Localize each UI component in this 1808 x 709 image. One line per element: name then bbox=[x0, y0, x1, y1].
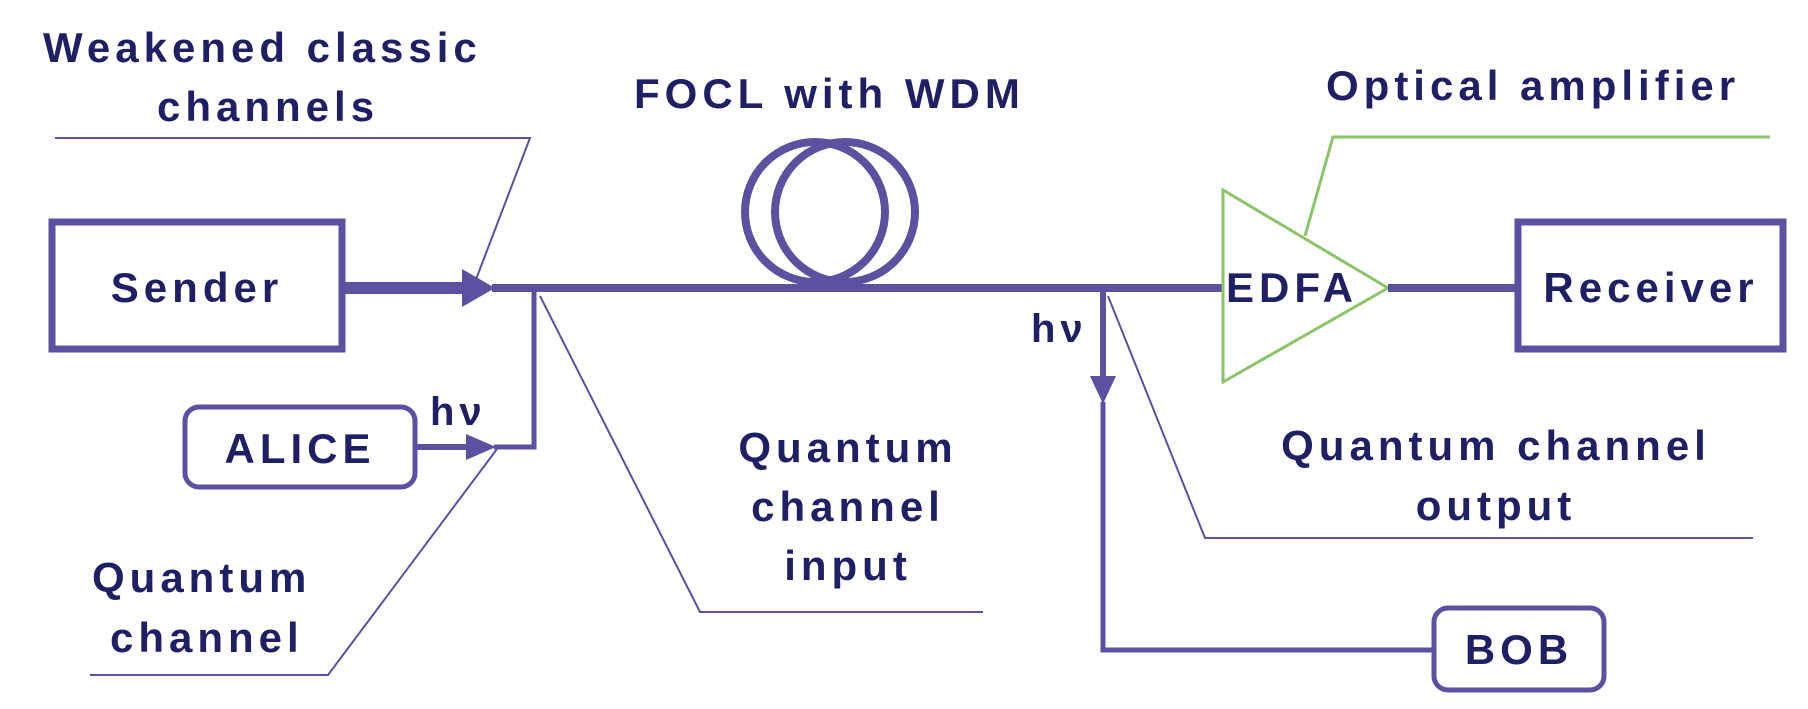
qc-input-label-line3: input bbox=[784, 542, 912, 589]
edfa-label: EDFA bbox=[1226, 264, 1358, 311]
weakened-channels-leader bbox=[55, 137, 532, 283]
hv-left-label: hν bbox=[430, 390, 487, 434]
qc-output-label-line1: Quantum channel bbox=[1281, 422, 1711, 469]
bob-block bbox=[1431, 605, 1607, 693]
qc-input-label-line1: Quantum bbox=[738, 424, 957, 471]
qc-label-line2: channel bbox=[110, 614, 304, 661]
sender-label: Sender bbox=[111, 264, 283, 311]
hv-right-label: hν bbox=[1031, 307, 1088, 351]
qc-label-line1: Quantum bbox=[92, 554, 311, 601]
sender-arrowhead bbox=[462, 269, 495, 307]
qc-leader bbox=[90, 448, 498, 676]
qc-input-label-line2: channel bbox=[751, 483, 945, 530]
fiber-coil-left bbox=[741, 138, 889, 286]
qc-input-leader bbox=[539, 295, 983, 613]
qc-output-label-line2: output bbox=[1416, 482, 1577, 529]
weakened-channels-label-line2: channels bbox=[157, 83, 379, 130]
quantum-injection-path bbox=[494, 292, 537, 450]
bob-path bbox=[1100, 402, 1434, 653]
focl-label: FOCL with WDM bbox=[634, 70, 1025, 117]
bob-label: BOB bbox=[1465, 626, 1573, 673]
fiber-coil-right bbox=[771, 138, 919, 286]
alice-arrowhead bbox=[466, 434, 496, 460]
receiver-block bbox=[1514, 218, 1787, 353]
alice-label: ALICE bbox=[225, 425, 376, 472]
receiver-label: Receiver bbox=[1543, 264, 1758, 311]
optical-amplifier-leader bbox=[1303, 135, 1770, 237]
qc-output-leader bbox=[1107, 295, 1753, 539]
optical-amplifier-label: Optical amplifier bbox=[1326, 62, 1740, 109]
edfa-amplifier bbox=[1221, 187, 1391, 385]
weakened-channels-label-line1: Weakened classic bbox=[43, 24, 482, 71]
bob-tap-arrowhead bbox=[1090, 376, 1116, 404]
